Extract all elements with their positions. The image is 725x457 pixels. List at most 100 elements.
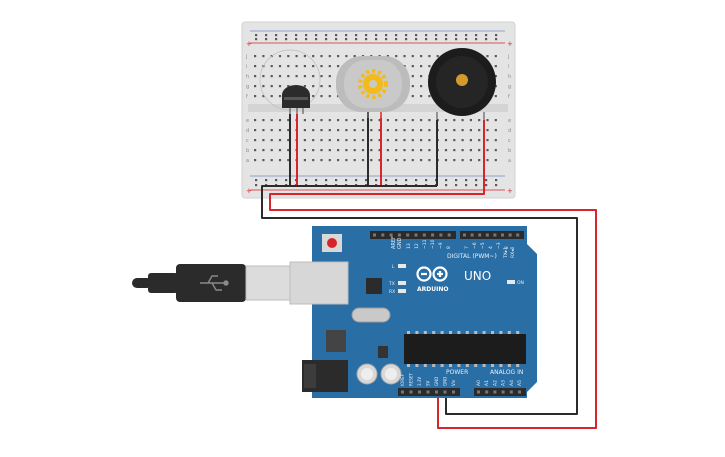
breadboard-hole[interactable] <box>275 38 278 41</box>
breadboard-hole[interactable] <box>465 179 468 182</box>
breadboard-hole[interactable] <box>337 119 340 122</box>
breadboard-hole[interactable] <box>478 149 481 152</box>
breadboard-hole[interactable] <box>425 34 428 37</box>
breadboard-hole[interactable] <box>325 179 328 182</box>
breadboard-hole[interactable] <box>475 34 478 37</box>
header-pin[interactable] <box>381 233 385 237</box>
breadboard-hole[interactable] <box>428 55 431 58</box>
breadboard-hole[interactable] <box>320 159 323 162</box>
breadboard-hole[interactable] <box>320 129 323 132</box>
breadboard-hole[interactable] <box>403 139 406 142</box>
breadboard-hole[interactable] <box>420 159 423 162</box>
breadboard-hole[interactable] <box>420 85 423 88</box>
breadboard-hole[interactable] <box>494 85 497 88</box>
header-pin[interactable] <box>373 233 376 237</box>
breadboard-hole[interactable] <box>305 38 308 41</box>
breadboard-hole[interactable] <box>378 129 381 132</box>
breadboard-hole[interactable] <box>494 119 497 122</box>
breadboard-hole[interactable] <box>386 159 389 162</box>
breadboard-hole[interactable] <box>405 38 408 41</box>
breadboard-hole[interactable] <box>278 55 282 58</box>
breadboard-hole[interactable] <box>478 129 481 132</box>
breadboard-hole[interactable] <box>444 129 448 132</box>
breadboard-hole[interactable] <box>295 55 298 58</box>
breadboard-hole[interactable] <box>478 159 481 162</box>
breadboard-hole[interactable] <box>453 149 456 152</box>
breadboard-hole[interactable] <box>254 75 257 78</box>
header-pin[interactable] <box>435 390 438 394</box>
breadboard-hole[interactable] <box>475 38 478 41</box>
header-pin[interactable] <box>509 390 513 394</box>
header-pin[interactable] <box>485 390 489 394</box>
breadboard-hole[interactable] <box>337 65 340 68</box>
breadboard-hole[interactable] <box>275 179 278 182</box>
breadboard-hole[interactable] <box>353 139 356 142</box>
digital-header-left[interactable] <box>370 231 456 239</box>
breadboard-hole[interactable] <box>255 184 258 187</box>
breadboard-hole[interactable] <box>295 65 298 68</box>
breadboard-hole[interactable] <box>254 85 257 88</box>
breadboard-hole[interactable] <box>335 34 338 37</box>
breadboard-hole[interactable] <box>303 129 306 132</box>
breadboard-hole[interactable] <box>287 149 290 152</box>
breadboard-hole[interactable] <box>455 179 458 182</box>
breadboard-hole[interactable] <box>475 179 478 182</box>
breadboard-hole[interactable] <box>465 38 468 41</box>
breadboard-hole[interactable] <box>320 85 323 88</box>
breadboard-hole[interactable] <box>312 139 315 142</box>
breadboard-hole[interactable] <box>328 85 331 88</box>
header-pin[interactable] <box>452 390 455 394</box>
header-pin[interactable] <box>401 390 404 394</box>
breadboard-hole[interactable] <box>278 85 282 88</box>
breadboard-hole[interactable] <box>403 55 406 58</box>
breadboard-hole[interactable] <box>494 129 497 132</box>
breadboard-hole[interactable] <box>278 129 282 132</box>
breadboard-hole[interactable] <box>494 149 497 152</box>
breadboard-hole[interactable] <box>285 34 288 37</box>
breadboard-hole[interactable] <box>278 119 282 122</box>
breadboard-hole[interactable] <box>312 95 315 98</box>
breadboard-hole[interactable] <box>405 34 408 37</box>
breadboard-hole[interactable] <box>270 75 273 78</box>
breadboard-hole[interactable] <box>455 38 458 41</box>
breadboard-hole[interactable] <box>254 95 257 98</box>
breadboard-hole[interactable] <box>255 179 258 182</box>
breadboard-hole[interactable] <box>328 65 331 68</box>
breadboard-hole[interactable] <box>425 179 428 182</box>
breadboard-hole[interactable] <box>475 184 478 187</box>
breadboard-hole[interactable] <box>445 179 448 182</box>
breadboard-hole[interactable] <box>312 129 315 132</box>
breadboard-hole[interactable] <box>361 129 365 132</box>
breadboard-hole[interactable] <box>395 129 398 132</box>
breadboard-hole[interactable] <box>287 139 290 142</box>
breadboard-hole[interactable] <box>287 55 290 58</box>
breadboard-hole[interactable] <box>345 139 348 142</box>
breadboard-hole[interactable] <box>270 95 273 98</box>
breadboard-hole[interactable] <box>328 75 331 78</box>
breadboard-hole[interactable] <box>469 139 472 142</box>
breadboard-hole[interactable] <box>320 65 323 68</box>
header-pin[interactable] <box>431 233 435 237</box>
breadboard-hole[interactable] <box>445 38 448 41</box>
breadboard-hole[interactable] <box>335 179 338 182</box>
breadboard-hole[interactable] <box>395 34 398 37</box>
breadboard-hole[interactable] <box>486 159 489 162</box>
breadboard-hole[interactable] <box>436 55 439 58</box>
breadboard-hole[interactable] <box>287 119 290 122</box>
breadboard-hole[interactable] <box>495 34 498 37</box>
analog-header[interactable] <box>474 388 526 396</box>
breadboard-hole[interactable] <box>445 34 448 37</box>
breadboard-hole[interactable] <box>420 65 423 68</box>
breadboard-hole[interactable] <box>444 159 448 162</box>
breadboard-hole[interactable] <box>370 139 373 142</box>
breadboard-hole[interactable] <box>320 139 323 142</box>
breadboard-hole[interactable] <box>370 149 373 152</box>
breadboard-hole[interactable] <box>345 119 348 122</box>
breadboard-hole[interactable] <box>453 159 456 162</box>
breadboard-hole[interactable] <box>337 149 340 152</box>
breadboard-hole[interactable] <box>262 129 265 132</box>
breadboard-hole[interactable] <box>287 159 290 162</box>
breadboard-hole[interactable] <box>278 159 282 162</box>
header-pin[interactable] <box>409 390 413 394</box>
